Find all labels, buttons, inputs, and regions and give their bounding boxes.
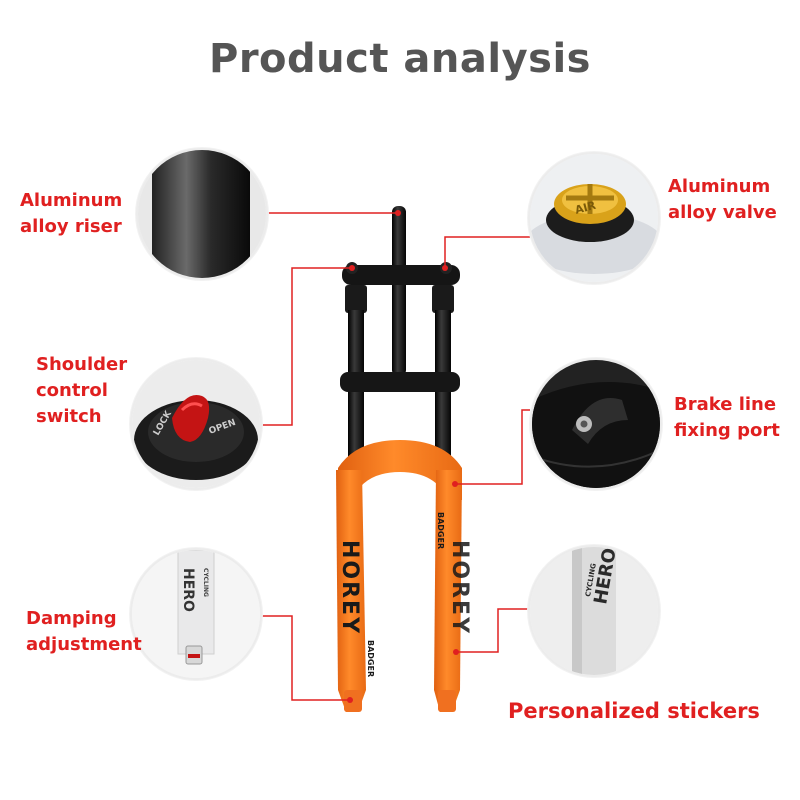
damping-hero-text: HERO — [180, 568, 196, 612]
left-dropout — [344, 690, 362, 712]
label-brake-line1: Brake line — [674, 394, 777, 415]
switch-detail-circle: LOCK OPEN — [130, 358, 262, 490]
right-dropout — [438, 690, 456, 712]
label-shoulder-line1: Shoulder — [36, 354, 128, 375]
lower-crown — [340, 372, 460, 392]
steerer-tube — [392, 206, 406, 376]
label-aluminum-valve: Aluminum alloy valve — [668, 174, 777, 226]
damping-cycling-text: CYCLING — [202, 568, 209, 597]
fork-brand-text: HOREY — [337, 540, 362, 635]
fork-right-brand-text: HOREY — [447, 540, 472, 635]
riser-detail-circle — [136, 148, 268, 280]
label-riser-line2: alloy riser — [20, 216, 122, 237]
label-brake-line2: fixing port — [674, 420, 780, 441]
fork-sub-text: BADGER — [366, 640, 375, 677]
label-shoulder-switch: Shoulder control switch — [36, 352, 127, 430]
valve-air-text: AIR — [574, 199, 598, 217]
damping-detail-circle: HERO CYCLING — [130, 548, 262, 680]
damping-leg-closeup — [177, 550, 215, 655]
fork-right-sub-text: BADGER — [436, 512, 445, 549]
label-riser-line1: Aluminum — [20, 190, 123, 211]
label-brake-port: Brake line fixing port — [674, 392, 780, 444]
stickers-detail-circle: HERO CYCLING — [528, 545, 660, 677]
label-shoulder-line2: control — [36, 380, 108, 401]
top-crown — [342, 265, 460, 285]
fork-arch — [338, 440, 462, 500]
label-damping-line1: Damping — [26, 608, 117, 629]
page-title: Product analysis — [209, 36, 591, 82]
riser-tube-closeup — [152, 150, 250, 278]
label-damping-line2: adjustment — [26, 634, 142, 655]
switch-lever — [172, 394, 210, 442]
label-shoulder-line3: switch — [36, 406, 102, 427]
left-top-cap — [346, 262, 358, 274]
right-top-cap — [440, 262, 452, 274]
right-clamp — [432, 285, 454, 313]
label-personalized-stickers: Personalized stickers — [508, 699, 760, 723]
label-valve-line1: Aluminum — [668, 176, 771, 197]
label-valve-line2: alloy valve — [668, 202, 777, 223]
brake-detail-circle — [530, 358, 662, 490]
left-clamp — [345, 285, 367, 313]
label-damping: Damping adjustment — [26, 606, 142, 658]
label-aluminum-riser: Aluminum alloy riser — [20, 188, 122, 240]
valve-detail-circle: AIR — [528, 152, 660, 284]
